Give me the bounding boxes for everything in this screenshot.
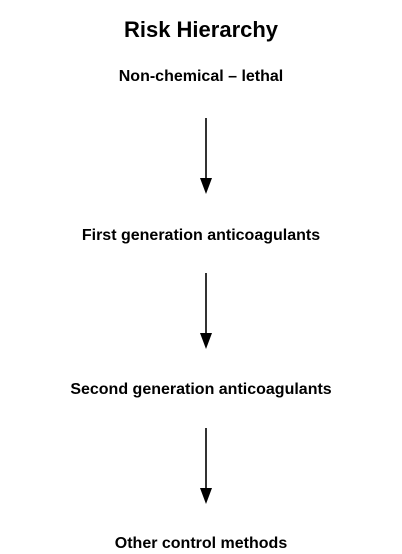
hierarchy-level-2: First generation anticoagulants — [81, 227, 321, 244]
hierarchy-level-3: Second generation anticoagulants — [70, 381, 332, 398]
down-arrow-3 — [200, 428, 212, 504]
down-arrow-1 — [200, 118, 212, 194]
hierarchy-level-4: Other control methods — [114, 535, 288, 552]
diagram-title: Risk Hierarchy — [123, 17, 279, 42]
hierarchy-level-1: Non-chemical – lethal — [118, 68, 284, 85]
down-arrow-2 — [200, 273, 212, 349]
